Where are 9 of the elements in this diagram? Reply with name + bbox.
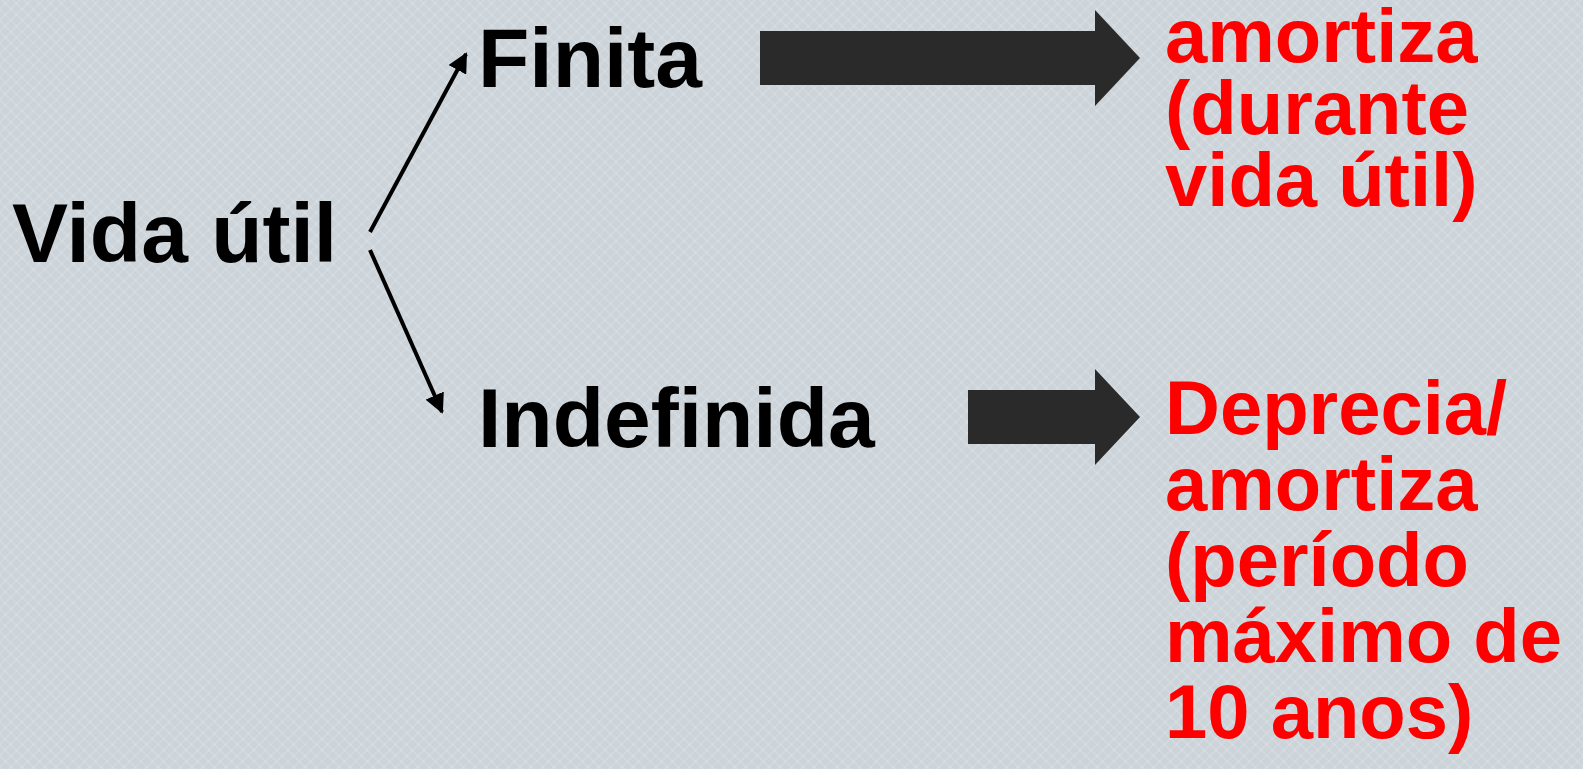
block-arrow (968, 369, 1140, 465)
node-label: Vida útil (12, 185, 370, 281)
node-label: Indefinida (442, 370, 968, 466)
node-label: amortiza (durante vida útil) (1140, 0, 1580, 220)
arrow (368, 249, 444, 414)
block-arrow (760, 10, 1140, 106)
arrow (368, 52, 468, 233)
node-label: Finita (466, 10, 756, 106)
node-label: Deprecia/ amortiza (período máximo de 10 anos) (1140, 370, 1580, 755)
